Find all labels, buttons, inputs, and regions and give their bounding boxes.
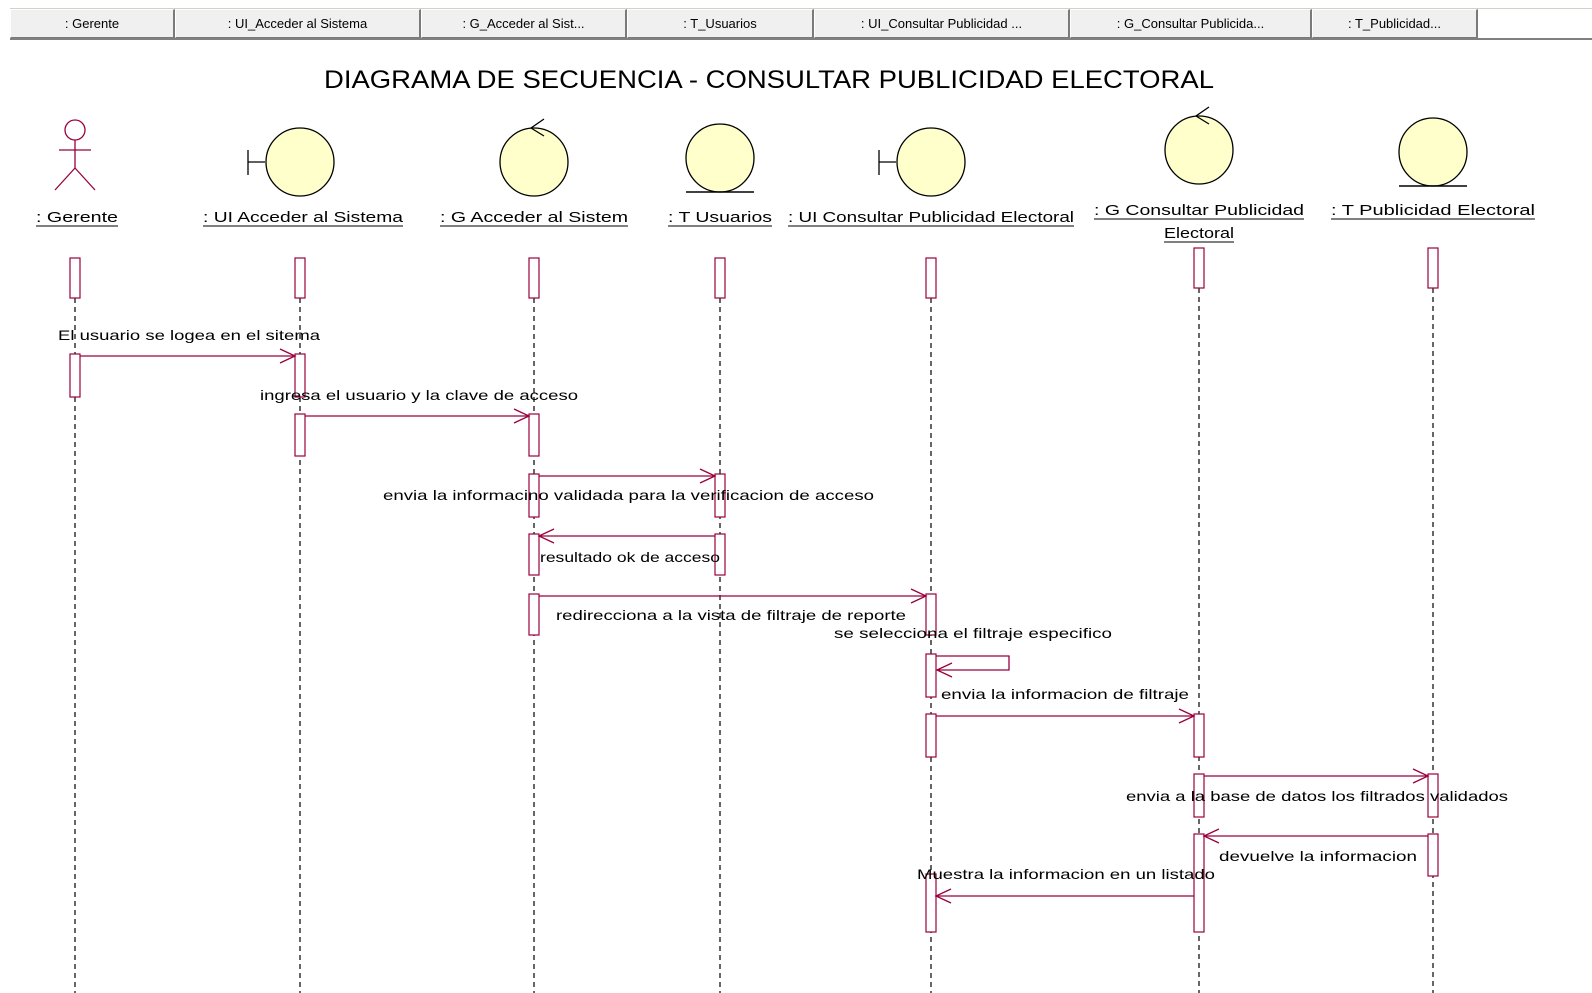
activation-box xyxy=(528,533,540,576)
activation-box xyxy=(925,593,937,636)
participant-header-bar: : Gerente : UI_Acceder al Sistema : G_Ac… xyxy=(0,0,1592,44)
header-tab-t-publicidad[interactable]: : T_Publicidad... xyxy=(1312,9,1478,38)
message-6: se selecciona el filtraje especifico xyxy=(834,625,1112,678)
activation-box xyxy=(1193,833,1205,933)
message-label: ingresa el usuario y la clave de acceso xyxy=(260,387,578,403)
participant-label: : G Acceder al Sistem xyxy=(440,209,628,226)
activation-box xyxy=(1193,713,1205,758)
arrowhead xyxy=(699,468,717,484)
message-7: envia la informacion de filtraje xyxy=(936,686,1196,724)
message-5: redirecciona a la vista de filtraje de r… xyxy=(539,588,928,623)
activation-box xyxy=(528,413,540,457)
message-label: se selecciona el filtraje especifico xyxy=(834,625,1112,641)
participants-layer: : Gerente : UI Acceder al Sistema : G Acce… xyxy=(36,106,1535,993)
message-1: El usuario se logea en el sitema xyxy=(58,327,320,364)
arrowhead xyxy=(1178,708,1196,724)
participant-label: : UI Acceder al Sistema xyxy=(203,209,404,226)
actor-icon xyxy=(54,119,96,191)
message-label: envia la informacino validada para la ve… xyxy=(383,487,874,503)
header-tab-g-acceder[interactable]: : G_Acceder al Sist... xyxy=(421,9,627,38)
creation-box xyxy=(1427,247,1439,289)
arrowhead xyxy=(513,408,531,424)
creation-box xyxy=(1193,247,1205,289)
boundary-icon xyxy=(878,127,966,197)
diagram-title: DIAGRAMA DE SECUENCIA - CONSULTAR PUBLIC… xyxy=(324,66,1214,94)
participant-label: : Gerente xyxy=(36,209,118,226)
participant-t_publicidad: : T Publicidad Electoral xyxy=(1331,117,1535,993)
arrowhead xyxy=(1202,828,1220,844)
activation-box xyxy=(294,413,306,457)
message-label: devuelve la informacion xyxy=(1219,848,1417,864)
arrowhead xyxy=(1412,768,1430,784)
header-bottom-rule xyxy=(10,38,1592,40)
creation-box xyxy=(294,257,306,299)
activation-box xyxy=(528,593,540,636)
participant-label: : T Usuarios xyxy=(668,209,772,226)
message-4: resultado ok de acceso xyxy=(537,528,720,565)
arrowhead xyxy=(935,662,953,678)
header-tab-ui-consultar[interactable]: : UI_Consultar Publicidad ... xyxy=(814,9,1070,38)
activation-box xyxy=(528,473,540,518)
header-tab-g-consultar[interactable]: : G_Consultar Publicida... xyxy=(1070,9,1312,38)
creation-box xyxy=(714,257,726,299)
activation-box xyxy=(714,533,726,576)
header-tab-ui-acceder[interactable]: : UI_Acceder al Sistema xyxy=(175,9,421,38)
participant-ui_acceder: : UI Acceder al Sistema xyxy=(203,127,404,993)
message-label: envia la informacion de filtraje xyxy=(941,686,1189,702)
messages-layer: El usuario se logea en el sitema ingresa … xyxy=(58,327,1508,904)
message-label: envia a la base de datos los filtrados v… xyxy=(1126,788,1508,804)
message-label: El usuario se logea en el sitema xyxy=(58,327,320,343)
arrowhead xyxy=(537,528,555,544)
entity-icon xyxy=(1398,117,1468,187)
activation-box xyxy=(1427,773,1439,818)
entity-icon xyxy=(685,123,755,193)
activation-box xyxy=(294,353,306,398)
activation-box xyxy=(714,473,726,518)
participant-t_usuarios: : T Usuarios xyxy=(668,123,772,993)
activation-box xyxy=(925,713,937,758)
message-9: devuelve la informacion xyxy=(1202,828,1428,864)
header-top-rule xyxy=(10,8,1592,9)
self-message-line xyxy=(936,655,1010,671)
boundary-icon xyxy=(247,127,335,197)
activation-box xyxy=(925,873,937,933)
creation-box xyxy=(925,257,937,299)
participant-gerente: : Gerente xyxy=(36,119,118,993)
arrowhead xyxy=(279,348,297,364)
activation-box xyxy=(925,653,937,698)
message-10: Muestra la informacion en un listado xyxy=(917,866,1215,904)
arrowhead xyxy=(910,588,928,604)
message-label: redirecciona a la vista de filtraje de r… xyxy=(556,607,906,623)
message-label: resultado ok de acceso xyxy=(540,549,720,565)
creation-box xyxy=(528,257,540,299)
participant-label: Electoral xyxy=(1164,225,1234,242)
message-3: envia la informacino validada para la ve… xyxy=(383,468,874,503)
arrowhead xyxy=(934,888,952,904)
activation-box xyxy=(1193,773,1205,818)
participant-g_acceder: : G Acceder al Sistem xyxy=(440,118,628,993)
activation-box xyxy=(69,353,81,398)
participant-ui_consultar: : UI Consultar Publicidad Electoral xyxy=(788,127,1074,993)
message-label: Muestra la informacion en un listado xyxy=(917,866,1215,882)
message-8: envia a la base de datos los filtrados v… xyxy=(1126,768,1508,804)
header-tab-t-usuarios[interactable]: : T_Usuarios xyxy=(627,9,814,38)
participant-label: : UI Consultar Publicidad Electoral xyxy=(788,209,1074,226)
header-tab-gerente[interactable]: : Gerente xyxy=(10,9,175,38)
participant-label: : G Consultar Publicidad xyxy=(1094,202,1304,219)
creation-box xyxy=(69,257,81,299)
participant-label: : T Publicidad Electoral xyxy=(1331,202,1535,219)
activation-box xyxy=(1427,833,1439,877)
message-2: ingresa el usuario y la clave de acceso xyxy=(260,387,578,424)
control-icon xyxy=(499,118,569,197)
control-icon xyxy=(1164,106,1234,185)
